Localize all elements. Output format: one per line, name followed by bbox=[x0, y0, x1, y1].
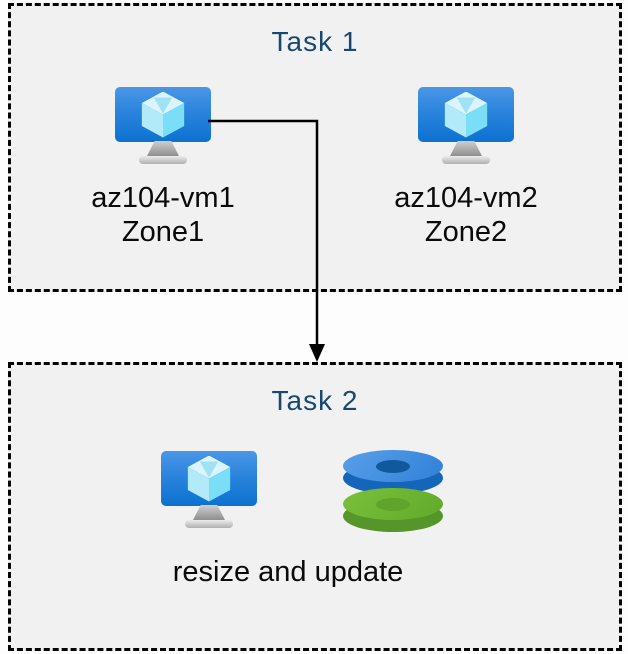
cube-right-face bbox=[466, 103, 488, 138]
vm2-name: az104-vm2 bbox=[394, 182, 538, 214]
vm1-zone: Zone1 bbox=[121, 216, 205, 248]
vm-cube-glyph bbox=[186, 455, 232, 502]
vm-cube-glyph bbox=[140, 91, 186, 138]
virtual-machine-icon bbox=[161, 451, 257, 529]
vm-monitor-screen bbox=[115, 87, 211, 142]
task1-box: Task 1 az104-vm1 Zone1 bbox=[8, 3, 622, 292]
disk-blue-hole bbox=[376, 460, 410, 473]
task2-title: Task 2 bbox=[271, 385, 359, 416]
virtual-machine-icon bbox=[115, 87, 211, 165]
vm1-name: az104-vm1 bbox=[91, 182, 235, 214]
vm-monitor-stand bbox=[450, 141, 482, 156]
vm2-label: az104-vm2 Zone2 bbox=[346, 181, 586, 249]
disk-green bbox=[343, 488, 443, 534]
vm-cube-glyph bbox=[443, 91, 489, 138]
vm-monitor-base bbox=[185, 520, 233, 528]
disk-green-hole bbox=[376, 498, 410, 511]
flow-arrow-head bbox=[309, 344, 325, 362]
vm-monitor-screen bbox=[418, 87, 514, 142]
cube-left-face bbox=[444, 103, 466, 138]
virtual-machine-icon bbox=[418, 87, 514, 165]
disks-icon bbox=[343, 450, 443, 532]
vm-monitor-base bbox=[139, 156, 187, 164]
vm-monitor-stand bbox=[193, 505, 225, 520]
vm-monitor-base bbox=[442, 156, 490, 164]
vm1-label: az104-vm1 Zone1 bbox=[43, 181, 283, 249]
task2-box: Task 2 bbox=[8, 362, 622, 651]
vm-monitor-stand bbox=[147, 141, 179, 156]
task2-caption: resize and update bbox=[172, 556, 404, 588]
task1-title: Task 1 bbox=[271, 26, 359, 57]
vm-monitor-screen bbox=[161, 451, 257, 506]
vm2-zone: Zone2 bbox=[424, 216, 508, 248]
